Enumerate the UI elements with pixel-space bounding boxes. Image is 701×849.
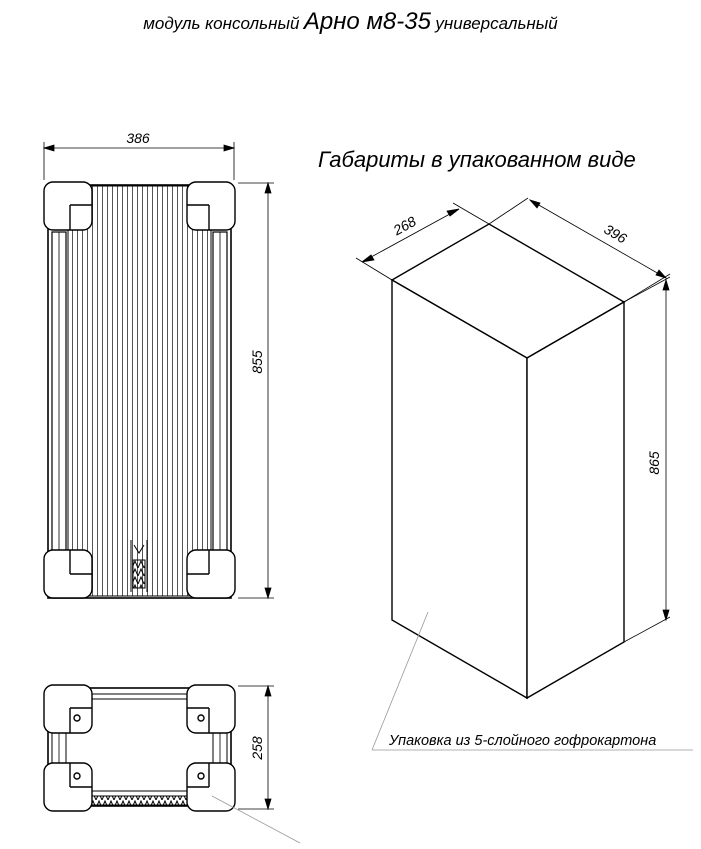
top-view — [43, 684, 301, 844]
top-corner-bottom-right — [186, 762, 236, 812]
packed-dimensions-heading: Габариты в упакованном виде — [318, 147, 636, 172]
top-corner-top-right — [186, 684, 236, 734]
corner-cap-top-left — [43, 181, 93, 231]
box-depth-value: 268 — [390, 213, 419, 239]
box-width-value: 396 — [601, 221, 629, 247]
top-view-leader — [211, 795, 301, 844]
bottom-fitting — [130, 540, 148, 592]
dim-front-height — [238, 181, 274, 600]
corner-cap-bottom-left — [43, 549, 93, 599]
drawing-title: модуль консольный Арно м8-35 универсальн… — [0, 8, 701, 36]
box-height-value: 865 — [646, 451, 662, 475]
package-box — [355, 197, 693, 751]
title-prefix: модуль консольный — [143, 14, 300, 33]
title-model: Арно м8-35 — [303, 8, 431, 35]
package-leader — [371, 611, 429, 751]
dim-box-width — [488, 197, 671, 303]
front-frame — [47, 184, 232, 599]
package-note: Упаковка из 5-слойного гофрокартона — [389, 733, 657, 749]
top-corner-bottom-left — [43, 762, 93, 812]
box-right-face — [526, 300, 625, 700]
fluted-panel — [67, 185, 212, 597]
corner-cap-bottom-right — [186, 549, 236, 599]
dim-box-height — [623, 276, 671, 643]
corner-cap-top-right — [186, 181, 236, 231]
title-suffix: универсальный — [435, 14, 558, 33]
top-corner-top-left — [43, 684, 93, 734]
dim-front-width — [42, 142, 236, 180]
front-width-value: 386 — [126, 130, 150, 146]
dim-top-depth — [238, 684, 274, 811]
toothed-rail — [91, 795, 188, 806]
front-view — [42, 142, 274, 600]
dim-box-depth — [355, 202, 490, 281]
top-depth-value: 258 — [249, 736, 265, 761]
top-frame — [47, 687, 232, 807]
front-height-value: 855 — [249, 350, 265, 374]
